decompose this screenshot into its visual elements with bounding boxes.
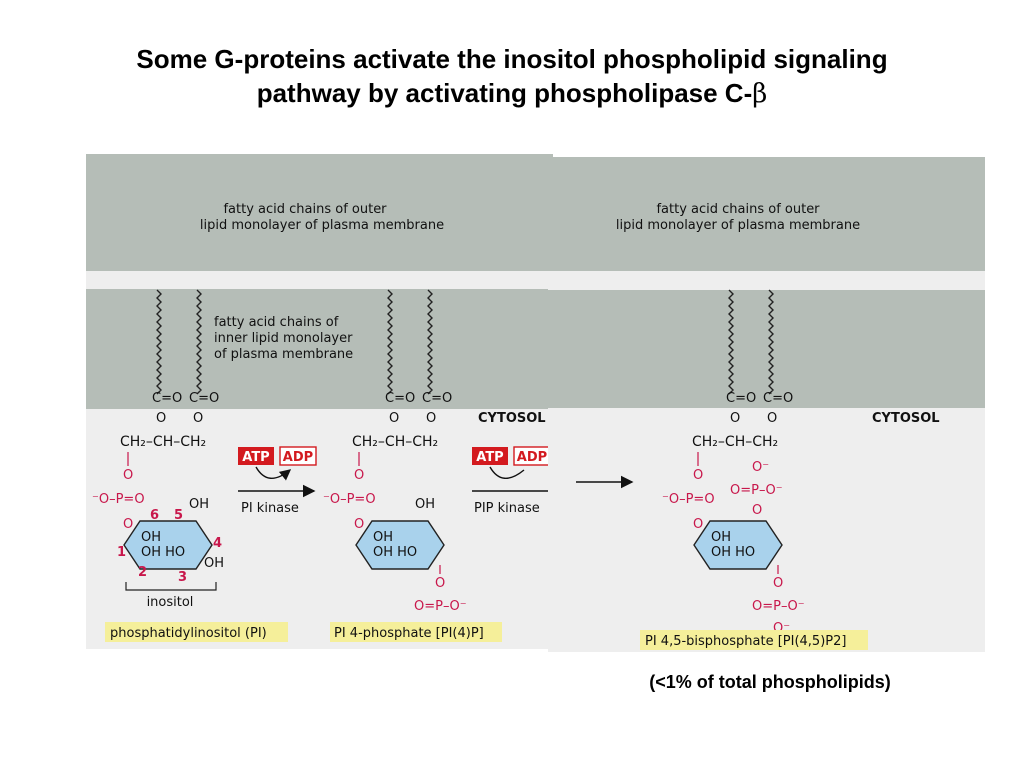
- bridge-oxygen: O: [123, 517, 133, 532]
- right-outer-membrane: [548, 157, 985, 271]
- atp-badge: [472, 447, 508, 465]
- inositol-ring: [355, 520, 445, 570]
- adp-label: ADP: [517, 450, 547, 465]
- title-line-2: pathway by activating phospholipase C-β: [0, 76, 1024, 111]
- ring-ohho-inner: OH HO: [141, 545, 185, 560]
- phosphate-group: O=P–O⁻: [730, 483, 783, 498]
- ester-oxygen: O: [426, 411, 436, 426]
- right-cytosol-label: CYTOSOL: [872, 411, 940, 426]
- inositol-bracket: [125, 582, 217, 591]
- pi-kinase-label: PI kinase: [241, 501, 299, 516]
- pi-label: phosphatidylinositol (PI): [110, 626, 267, 641]
- atp-label: ATP: [242, 450, 269, 465]
- ester-oxygen: O: [389, 411, 399, 426]
- phosphate-group: ⁻O–P=O: [662, 492, 715, 507]
- adp-badge: [279, 446, 317, 466]
- ester-oxygen: O: [156, 411, 166, 426]
- ring-ohho-inner: OH HO: [373, 545, 417, 560]
- ring-oh-top: OH: [415, 497, 435, 512]
- slide-title: Some G-proteins activate the inositol ph…: [0, 42, 1024, 111]
- ring-position-5: 5: [174, 508, 183, 523]
- phosphate-group: ⁻O–P=O: [92, 492, 145, 507]
- left-cytosol-label: CYTOSOL: [478, 411, 546, 426]
- phosphate-group: O=P–O⁻: [414, 599, 467, 614]
- molecule-pi: C=O C=O O O CH₂–CH–CH₂ O ⁻O–P=O O OH OH …: [92, 289, 288, 642]
- ester-oxygen: O: [767, 411, 777, 426]
- atp-badge: [238, 447, 274, 465]
- ring-oh-inner: OH: [711, 530, 731, 545]
- ring-oh-inner: OH: [141, 530, 161, 545]
- left-outer-label-2: lipid monolayer of plasma membrane: [200, 218, 444, 233]
- title-line-2-text: pathway by activating phospholipase C-: [256, 78, 753, 108]
- glycerol-backbone: CH₂–CH–CH₂: [352, 434, 438, 450]
- left-panel: fatty acid chains of outer lipid monolay…: [86, 154, 553, 649]
- inositol-label: inositol: [147, 595, 194, 610]
- right-outer-label-2: lipid monolayer of plasma membrane: [616, 218, 860, 233]
- carbonyl-label: C=O: [422, 391, 452, 406]
- pip2-label-bg: [640, 630, 868, 650]
- right-panel: fatty acid chains of outer lipid monolay…: [548, 157, 985, 652]
- ring-position-1: 1: [117, 545, 126, 560]
- ring-oh-right: OH: [204, 556, 224, 571]
- right-outer-label-1: fatty acid chains of outer: [656, 202, 820, 217]
- footnote: (<1% of total phospholipids): [649, 672, 891, 692]
- atp-curve-arrow: [489, 466, 525, 479]
- ester-oxygen: O: [193, 411, 203, 426]
- ring-oh-top: OH: [189, 497, 209, 512]
- molecule-pi4p: C=O C=O O O CH₂–CH–CH₂ O ⁻O–P=O O OH OH …: [323, 289, 502, 642]
- bridge-oxygen: O: [693, 517, 703, 532]
- carbonyl-label: C=O: [763, 391, 793, 406]
- inositol-ring: [693, 520, 783, 570]
- phosphate-group: ⁻O–P=O: [323, 492, 376, 507]
- inner-label-3: of plasma membrane: [214, 347, 353, 362]
- bridge-oxygen: O: [435, 576, 445, 591]
- glycerol-backbone: CH₂–CH–CH₂: [692, 434, 778, 450]
- bridge-oxygen: O: [752, 503, 762, 518]
- ring-position-3: 3: [178, 570, 187, 585]
- inner-label-2: inner lipid monolayer: [214, 331, 353, 346]
- ring-ohho-inner: OH HO: [711, 545, 755, 560]
- inositol-ring: [123, 520, 213, 570]
- right-inner-membrane: [548, 290, 985, 408]
- bridge-oxygen: O: [773, 576, 783, 591]
- beta-symbol: β: [752, 79, 768, 109]
- pi-label-bg: [105, 622, 288, 642]
- ring-position-4: 4: [213, 536, 222, 551]
- carbonyl-label: C=O: [385, 391, 415, 406]
- pip-kinase-label: PIP kinase: [474, 501, 540, 516]
- reaction-step-2: ATP ADP PIP kinase: [472, 446, 553, 516]
- pi4p-label: PI 4-phosphate [PI(4)P]: [334, 626, 484, 641]
- bridge-oxygen: O: [693, 468, 703, 483]
- pi4p-label-bg: [330, 622, 502, 642]
- left-outer-membrane: [86, 154, 553, 271]
- left-outer-label-1: fatty acid chains of outer: [223, 202, 387, 217]
- left-inner-membrane: [86, 289, 553, 409]
- adp-label: ADP: [283, 450, 313, 465]
- ring-position-2: 2: [138, 565, 147, 580]
- ring-oh-inner: OH: [373, 530, 393, 545]
- carbonyl-label: C=O: [189, 391, 219, 406]
- molecule-pip2: C=O C=O O O CH₂–CH–CH₂ O ⁻O–P=O O O⁻ O=P…: [640, 289, 868, 650]
- left-membrane-gap: [86, 271, 553, 289]
- phosphate-group: O=P–O⁻: [752, 599, 805, 614]
- carbonyl-label: C=O: [726, 391, 756, 406]
- inner-label-1: fatty acid chains of: [214, 315, 339, 330]
- atp-curve-arrow: [255, 466, 292, 481]
- ring-position-6: 6: [150, 508, 159, 523]
- bridge-oxygen: O: [354, 468, 364, 483]
- reaction-step-1: ATP ADP PI kinase: [238, 446, 317, 516]
- right-membrane-gap: [548, 271, 985, 290]
- carbonyl-label: C=O: [152, 391, 182, 406]
- ester-oxygen: O: [730, 411, 740, 426]
- phosphate-oxygen: O⁻: [752, 460, 769, 475]
- atp-label: ATP: [476, 450, 503, 465]
- bridge-oxygen: O: [354, 517, 364, 532]
- bridge-oxygen: O: [123, 468, 133, 483]
- title-line-1: Some G-proteins activate the inositol ph…: [136, 44, 888, 74]
- pip2-label: PI 4,5-bisphosphate [PI(4,5)P2]: [645, 634, 846, 649]
- glycerol-backbone: CH₂–CH–CH₂: [120, 434, 206, 450]
